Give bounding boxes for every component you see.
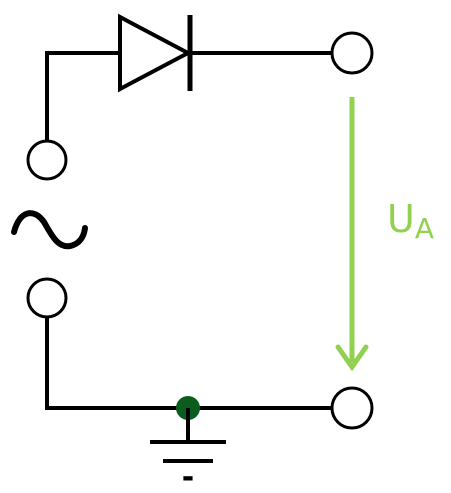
terminal-source-bottom bbox=[26, 277, 68, 319]
diode bbox=[118, 13, 193, 93]
voltage-arrow-head bbox=[335, 344, 369, 372]
voltage-arrow: UA bbox=[335, 97, 434, 372]
ac-source-symbol bbox=[11, 210, 88, 250]
ground-sign: - bbox=[182, 460, 194, 493]
terminal-source-top bbox=[26, 139, 68, 181]
ground: - bbox=[150, 396, 226, 493]
wires bbox=[45, 51, 335, 410]
voltage-symbol: U bbox=[387, 197, 415, 241]
voltage-label: UA bbox=[387, 197, 434, 245]
diode-anode-triangle bbox=[118, 13, 193, 93]
terminal-output-top bbox=[330, 31, 374, 75]
voltage-subscript: A bbox=[415, 212, 434, 245]
terminal-output-bottom bbox=[330, 386, 374, 430]
